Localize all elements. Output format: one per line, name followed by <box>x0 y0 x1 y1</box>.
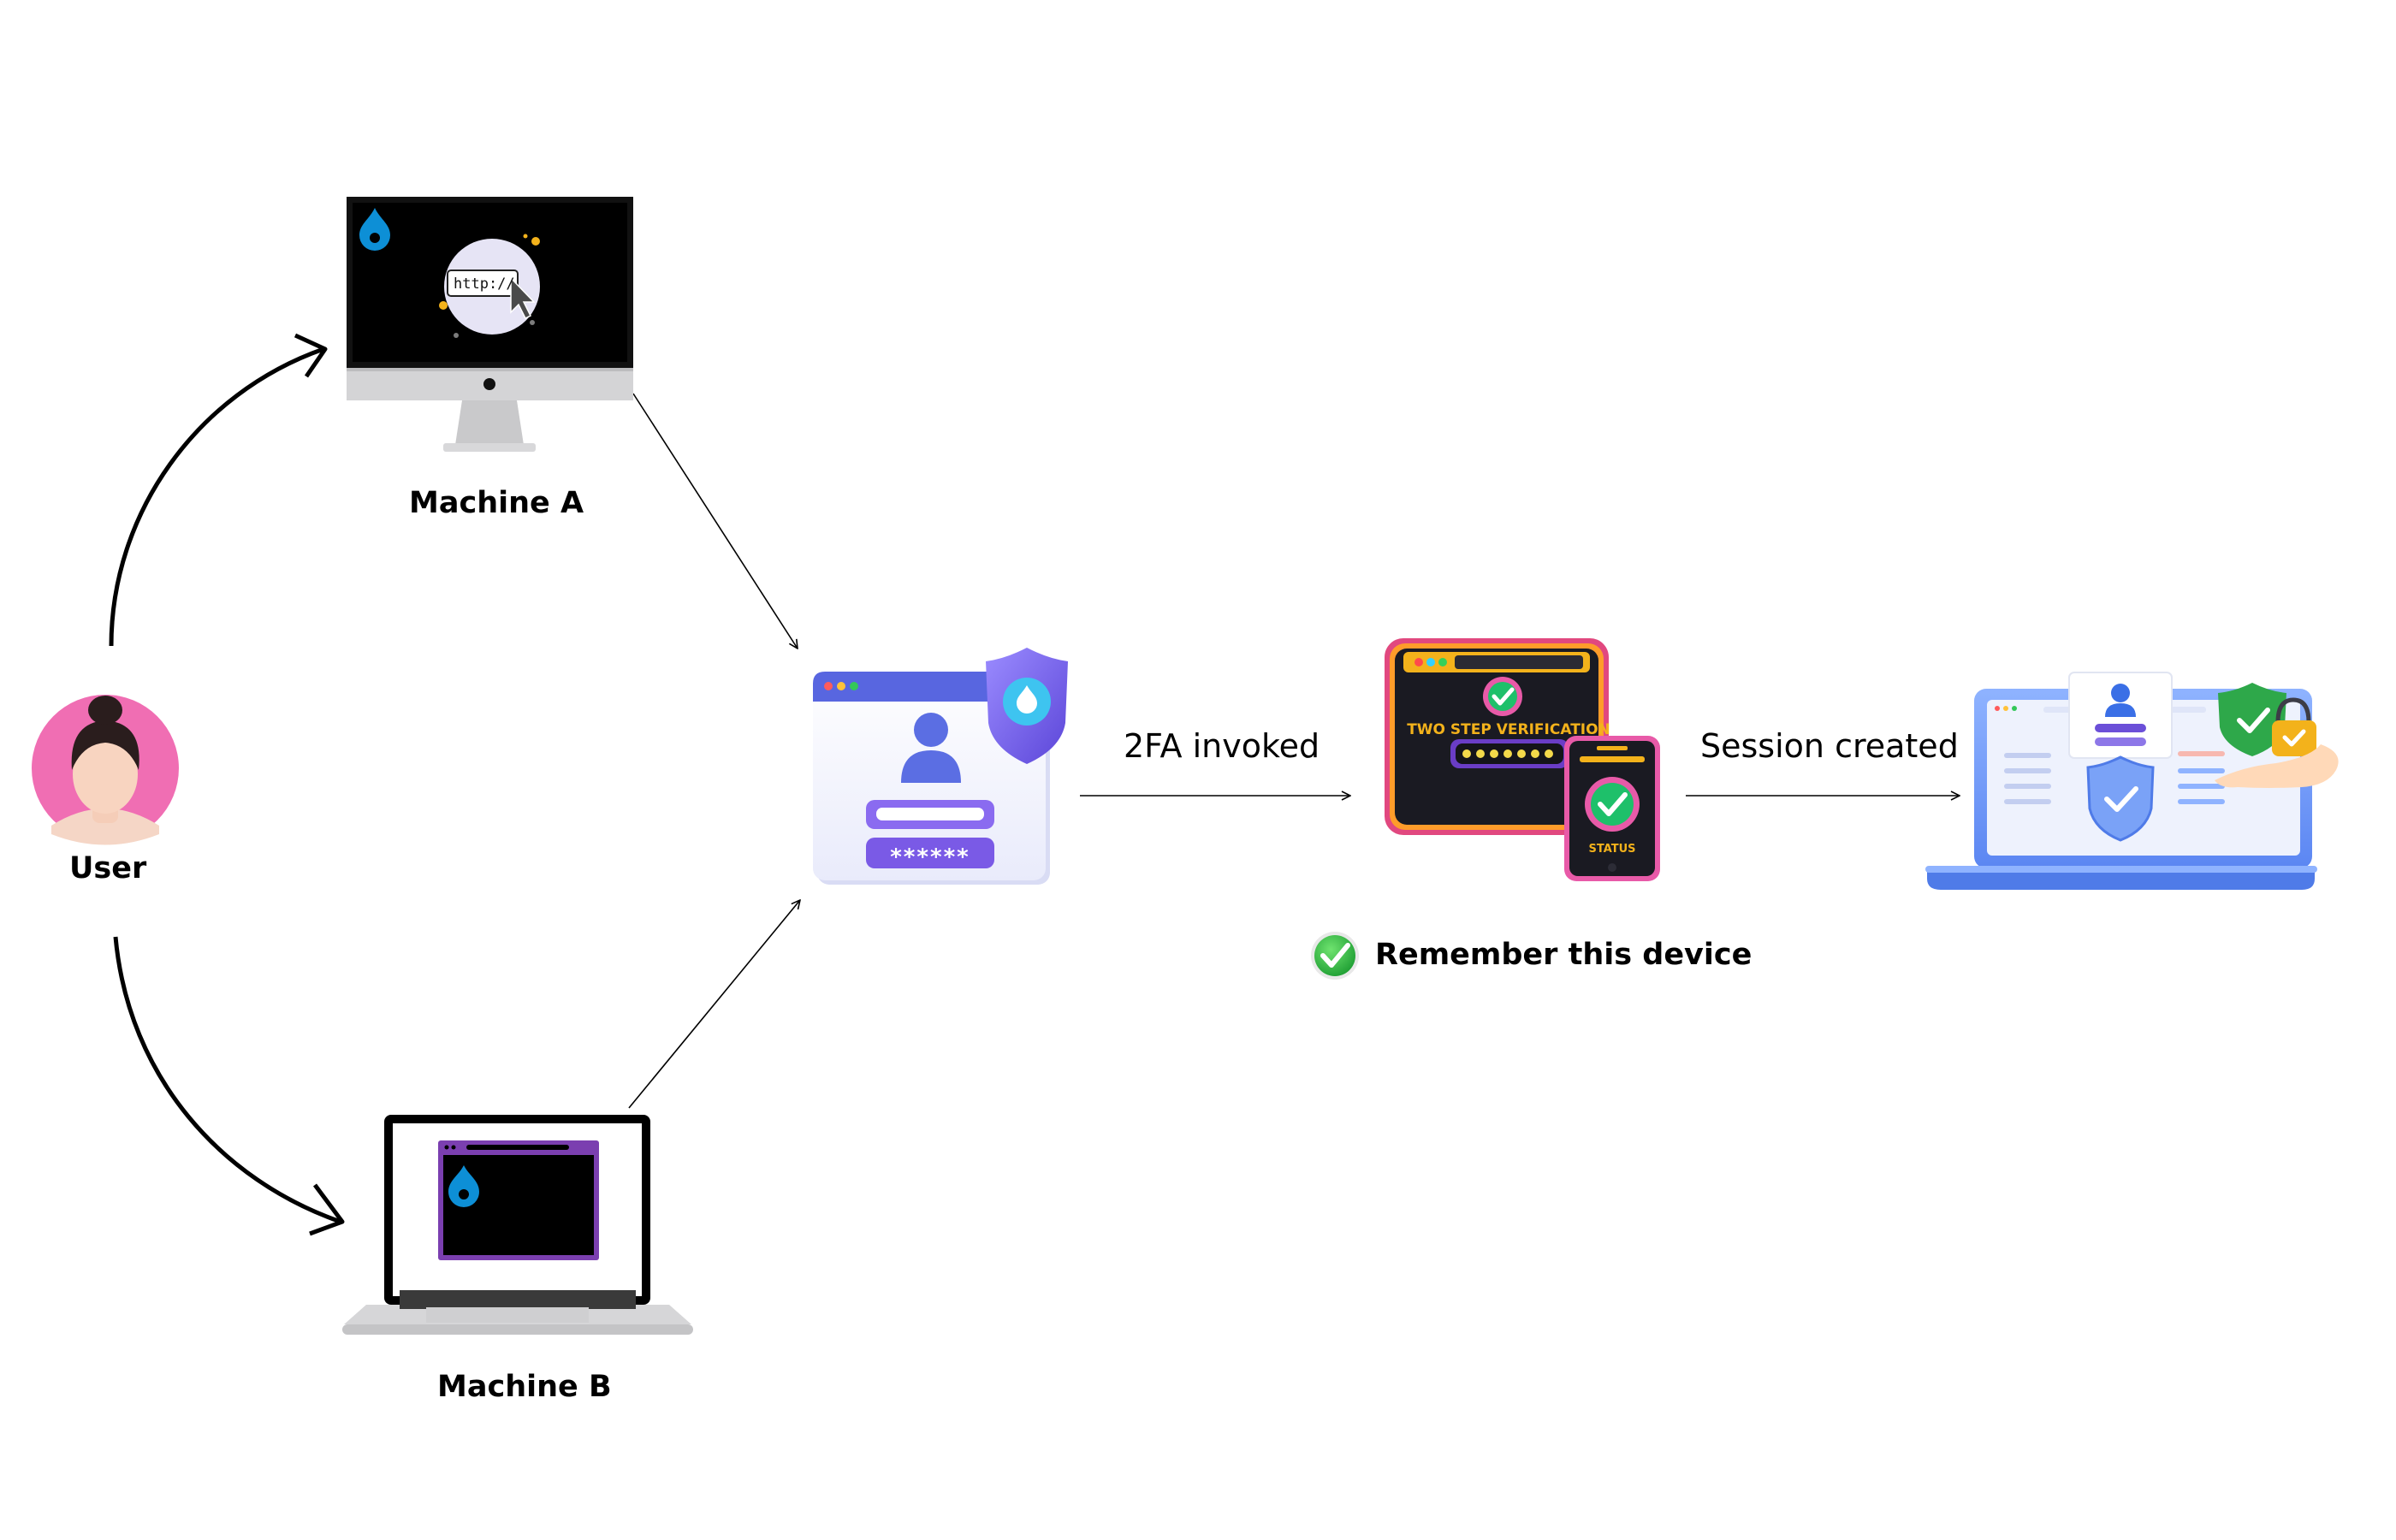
edge-user-to-machine-b <box>113 936 345 1236</box>
session-laptop-illustration <box>1925 672 2339 890</box>
machine-a-label: Machine A <box>409 486 584 520</box>
edge-user-to-machine-a <box>109 333 328 647</box>
password-mask: ****** <box>890 844 970 870</box>
login-card <box>813 648 1068 885</box>
user-label: User <box>69 851 147 886</box>
remember-device-label: Remember this device <box>1375 938 1753 972</box>
drupal-drop-icon <box>448 1165 479 1207</box>
edge-label-2fa-invoked: 2FA invoked <box>1124 727 1320 765</box>
two-step-verification-illustration <box>1385 638 1660 881</box>
user-avatar <box>32 695 179 845</box>
two-step-title: TWO STEP VERIFICATION <box>1407 721 1610 738</box>
hand-icon <box>2215 744 2339 788</box>
cursor-icon <box>510 276 536 320</box>
remember-check-icon <box>1311 932 1359 980</box>
user-icon <box>2111 684 2130 702</box>
shield-check-icon <box>2086 755 2155 842</box>
edge-machine-a-to-login <box>632 393 798 649</box>
user-icon <box>914 713 948 747</box>
status-text: STATUS <box>1588 843 1635 856</box>
machine-b-laptop <box>342 1115 693 1335</box>
machine-a-monitor <box>347 197 633 452</box>
green-shield-icon <box>2218 683 2286 756</box>
padlock-icon <box>2272 720 2316 756</box>
drupal-drop-icon <box>359 208 390 251</box>
edge-label-session-created: Session created <box>1700 727 1959 765</box>
machine-b-label: Machine B <box>437 1370 612 1404</box>
edge-machine-b-to-login <box>628 900 800 1109</box>
http-text: http:// <box>454 275 515 293</box>
